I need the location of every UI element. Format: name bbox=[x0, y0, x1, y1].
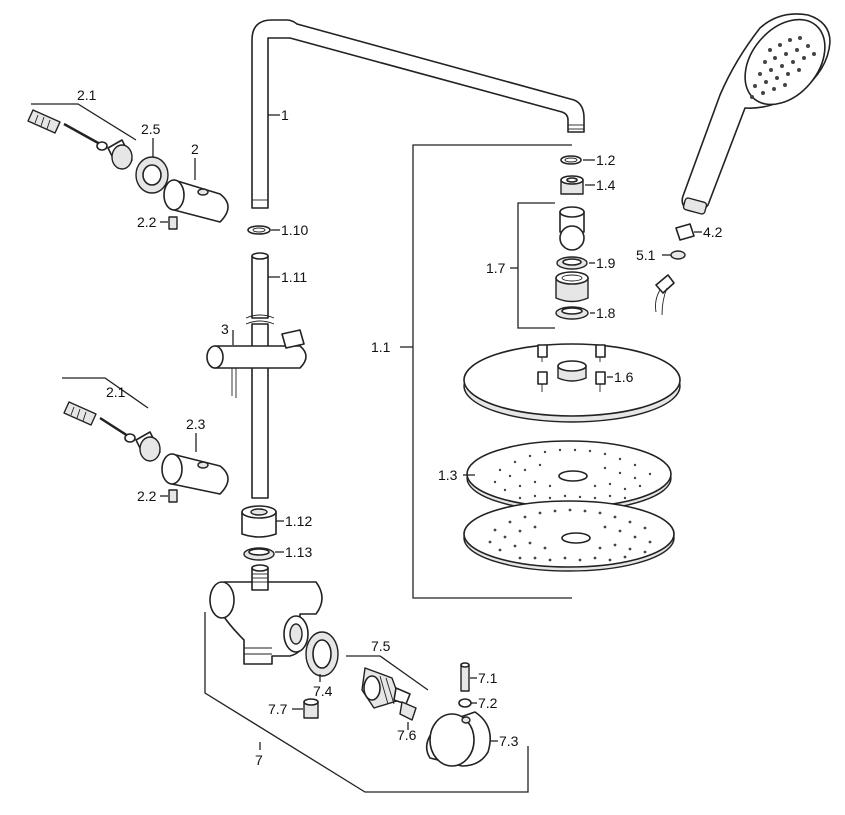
set-screw-2-2-bottom bbox=[168, 489, 178, 503]
label-1-13: 1.13 bbox=[285, 544, 312, 560]
holder-2 bbox=[163, 179, 229, 223]
shower-arm-part bbox=[251, 19, 585, 209]
pin-7-1 bbox=[460, 662, 470, 692]
nut-1-4-part bbox=[560, 175, 584, 195]
wall-mount-bottom bbox=[135, 431, 161, 462]
slider-part bbox=[206, 329, 307, 398]
label-1-1: 1.1 bbox=[371, 339, 391, 355]
label-7-3: 7.3 bbox=[499, 733, 519, 749]
sleeve-part bbox=[555, 271, 589, 303]
label-7-4: 7.4 bbox=[313, 683, 333, 699]
label-7-1: 7.1 bbox=[478, 670, 498, 686]
label-2-1-top: 2.1 bbox=[77, 87, 97, 103]
label-2-5: 2.5 bbox=[141, 121, 161, 137]
ball-joint-part bbox=[559, 206, 585, 251]
washer-7-2 bbox=[458, 698, 472, 708]
rosette-2-5 bbox=[135, 156, 169, 194]
label-1: 1 bbox=[281, 107, 289, 123]
cartridge-7-5 bbox=[361, 667, 411, 709]
label-1-2: 1.2 bbox=[596, 152, 616, 168]
wall-plug-top bbox=[27, 109, 61, 134]
sleeve-1-12 bbox=[241, 505, 277, 538]
holder-2-3 bbox=[161, 453, 229, 495]
label-2-3: 2.3 bbox=[186, 416, 206, 432]
label-1-3: 1.3 bbox=[438, 467, 458, 483]
spray-nozzles bbox=[493, 448, 652, 500]
riser-rail-part bbox=[245, 252, 275, 499]
spray-face-part bbox=[466, 440, 672, 512]
label-1-6: 1.6 bbox=[614, 369, 634, 385]
wall-plug-bottom bbox=[63, 401, 97, 426]
part-7-7 bbox=[303, 698, 319, 719]
set-screw-2-2-top bbox=[168, 216, 178, 230]
label-4-2: 4.2 bbox=[703, 224, 723, 240]
wall-mount-top bbox=[107, 139, 133, 170]
label-1-9: 1.9 bbox=[596, 255, 616, 271]
label-7-7: 7.7 bbox=[268, 701, 288, 717]
spindle-7-6 bbox=[399, 701, 417, 721]
label-1-11: 1.11 bbox=[281, 269, 307, 285]
label-1-7: 1.7 bbox=[486, 260, 506, 276]
ring-7-4 bbox=[305, 631, 339, 677]
label-3: 3 bbox=[221, 321, 229, 337]
label-1-12: 1.12 bbox=[285, 513, 312, 529]
hose-connector-part bbox=[655, 223, 695, 316]
label-1-10: 1.10 bbox=[281, 222, 308, 238]
label-7-2: 7.2 bbox=[478, 695, 498, 711]
thermostat-valve-body bbox=[209, 564, 323, 665]
label-2: 2 bbox=[191, 141, 199, 157]
label-2-1-bottom: 2.1 bbox=[106, 384, 126, 400]
label-7-6: 7.6 bbox=[397, 727, 417, 743]
label-2-2-bottom: 2.2 bbox=[137, 488, 157, 504]
label-1-4: 1.4 bbox=[596, 177, 616, 193]
spray-disc-part bbox=[463, 500, 675, 572]
knob-7-3 bbox=[425, 711, 491, 767]
ring-1-13 bbox=[243, 547, 275, 561]
label-5-1: 5.1 bbox=[636, 247, 656, 263]
hand-shower-part bbox=[681, 13, 831, 215]
shower-head-plate-part bbox=[463, 343, 681, 423]
label-1-8: 1.8 bbox=[596, 305, 616, 321]
screw-top bbox=[63, 122, 108, 151]
washer-1-2 bbox=[560, 155, 582, 165]
washer-1-10 bbox=[247, 225, 271, 235]
label-2-2-top: 2.2 bbox=[137, 214, 157, 230]
screw-bottom bbox=[99, 416, 136, 443]
label-7-5: 7.5 bbox=[371, 638, 391, 654]
label-7: 7 bbox=[255, 752, 263, 768]
